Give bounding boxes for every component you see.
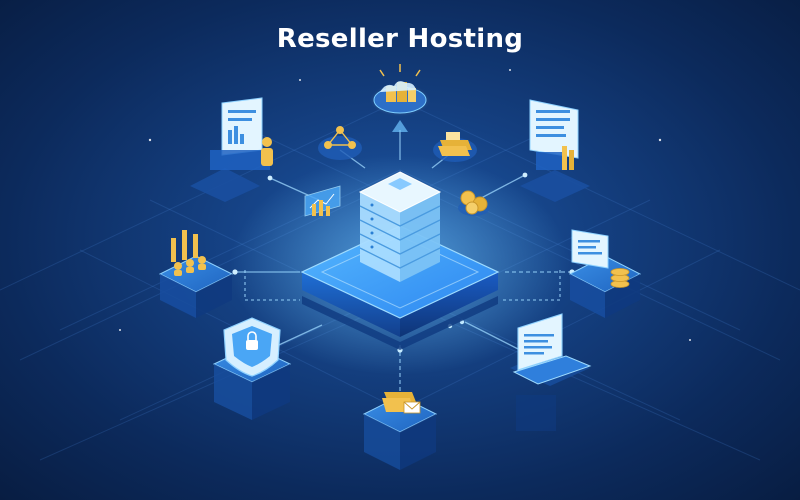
laptop-code-icon <box>510 313 592 431</box>
bar-chart-users-icon <box>158 230 234 318</box>
terminal-database-icon <box>568 229 642 318</box>
cloud-storage-folders-icon <box>370 64 430 132</box>
network-nodes-icon <box>318 126 362 160</box>
sparkles <box>119 69 691 341</box>
coins-icon <box>458 190 490 216</box>
security-shield-icon <box>212 317 292 420</box>
folder-stack-icon <box>433 132 477 162</box>
central-server-icon <box>358 171 442 282</box>
monitor-document-icon <box>520 99 590 202</box>
email-folder-icon <box>362 392 438 470</box>
monitor-with-user-icon <box>190 97 273 202</box>
analytics-chart-icon <box>304 185 341 217</box>
page-title: Reseller Hosting <box>276 24 524 54</box>
